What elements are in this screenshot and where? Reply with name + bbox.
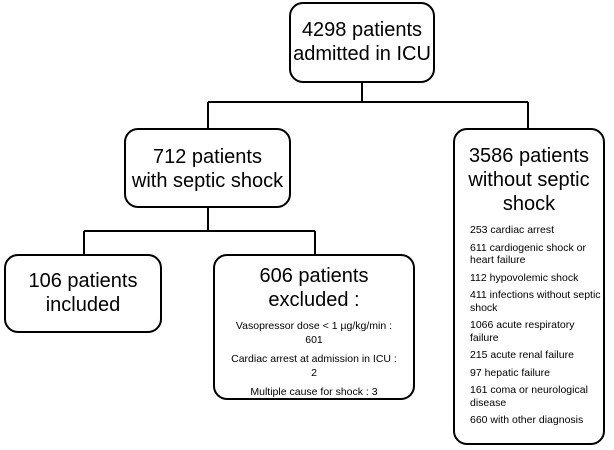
septic-shock-count: 712 patients	[153, 146, 262, 168]
exclusion-reason: Vasopressor dose < 1 µg/kg/min : 601	[235, 320, 393, 346]
included-box: 106 patients included	[4, 254, 162, 333]
non-septic-label-line2: shock	[502, 193, 556, 215]
non-septic-count: 3586 patients	[468, 145, 590, 167]
non-septic-label-line1: without septic	[468, 169, 590, 191]
exclusion-reason: Cardiac arrest at admission in ICU : 2	[231, 353, 397, 379]
non-septic-diagnosis-list: 253 cardiac arrest 611 cardiogenic shock…	[455, 224, 603, 427]
admitted-icu-label: admitted in ICU	[293, 43, 431, 65]
diagnosis-item: 215 acute renal failure	[470, 349, 574, 361]
admitted-icu-box: 4298 patients admitted in ICU	[289, 2, 435, 83]
diagnosis-item: 611 cardiogenic shock or heart failure	[470, 241, 586, 267]
diagnosis-item: 253 cardiac arrest	[470, 224, 555, 236]
diagnosis-item: 161 coma or neurological disease	[470, 384, 588, 409]
excluded-count: 606 patients	[259, 265, 369, 287]
septic-shock-label: with septic shock	[131, 170, 284, 192]
diagnosis-item: 411 infections without septic shock	[470, 289, 601, 314]
excluded-label: excluded :	[268, 289, 360, 311]
non-septic-box: 3586 patients without septic shock 253 c…	[453, 128, 605, 445]
included-count: 106 patients	[28, 270, 138, 292]
septic-shock-box: 712 patients with septic shock	[124, 128, 291, 208]
exclusion-reason: Multiple cause for shock : 3	[250, 386, 378, 398]
included-label: included	[45, 294, 121, 316]
diagnosis-item: 660 with other diagnosis	[470, 414, 584, 426]
admitted-icu-count: 4298 patients	[301, 19, 423, 41]
excluded-box: 606 patients excluded : Vasopressor dose…	[213, 254, 415, 400]
diagnosis-item: 1066 acute respiratory failure	[470, 319, 575, 344]
exclusion-reasons-list: Vasopressor dose < 1 µg/kg/min : 601 Car…	[215, 319, 413, 399]
diagnosis-item: 112 hypovolemic shock	[470, 271, 579, 284]
diagnosis-item: 97 hepatic failure	[470, 366, 550, 379]
